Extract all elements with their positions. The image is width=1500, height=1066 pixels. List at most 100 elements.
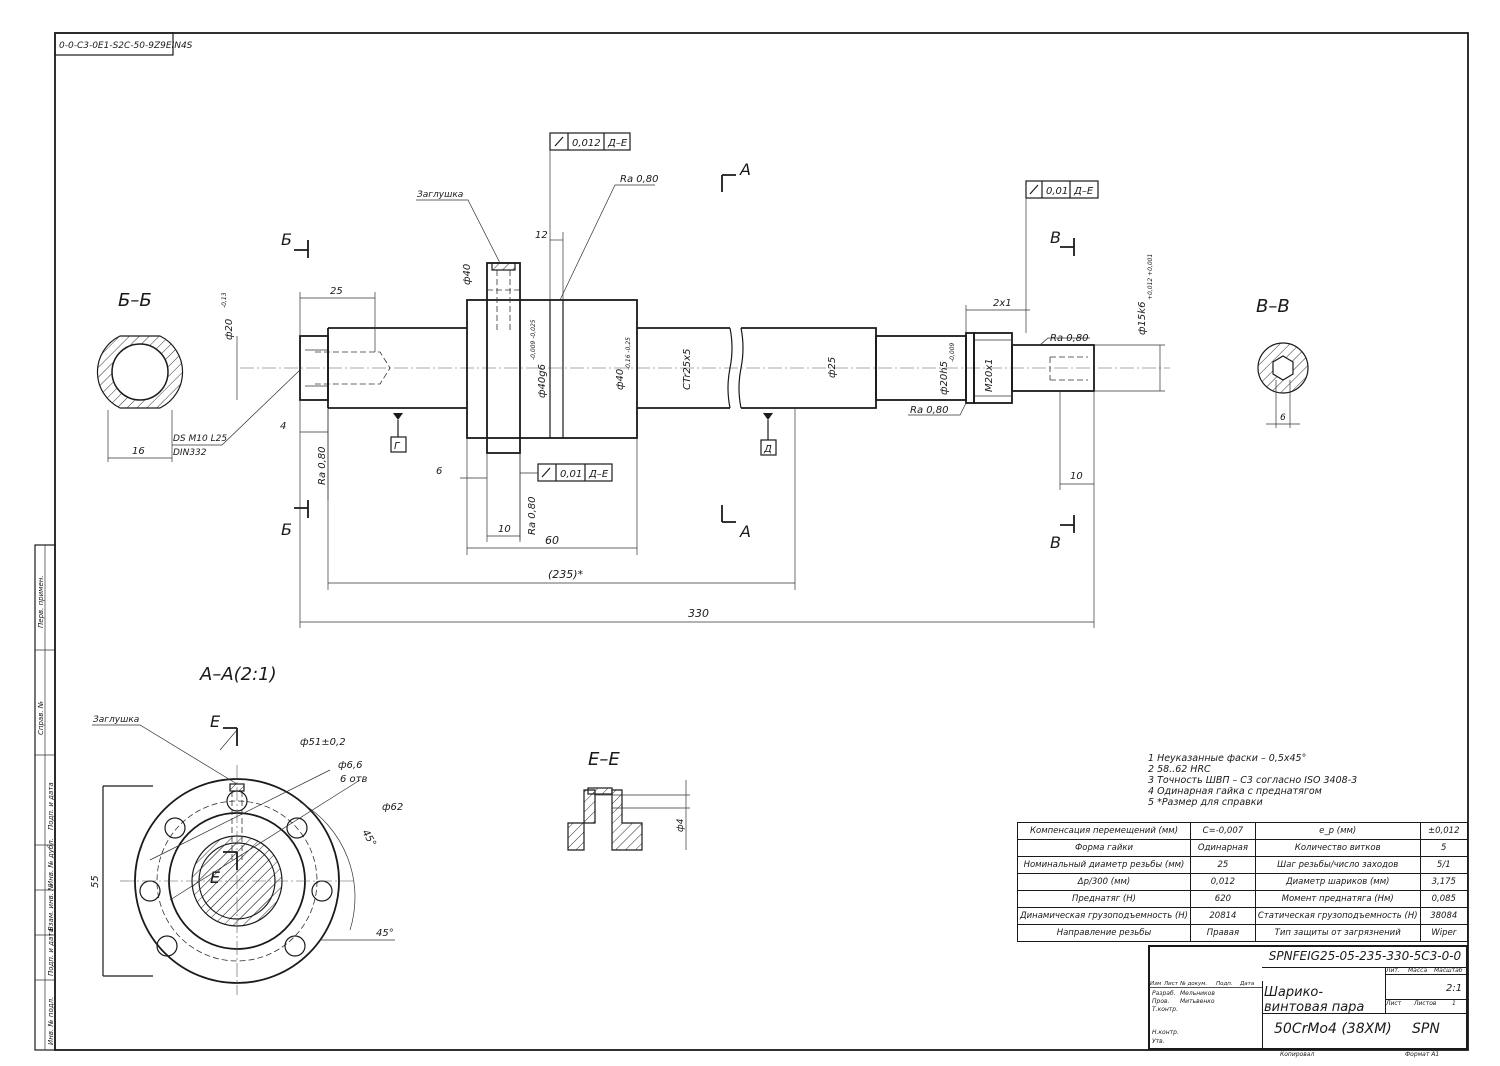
- ra-low: Ra 0,80: [527, 496, 538, 535]
- tb-tkontr: Т.контр.: [1152, 1006, 1179, 1013]
- sheet-frame: [54, 32, 1469, 1051]
- tb-data: Дата: [1240, 981, 1255, 987]
- cut-marks: А А Б Б В В: [281, 160, 1075, 552]
- note-2: 2 58..62 HRC: [1148, 764, 1211, 775]
- spec-cell: Тип защиты от загрязнений: [1254, 924, 1421, 942]
- tol-bottom-base: Д–Е: [588, 469, 609, 480]
- dim-60: 60: [545, 534, 559, 547]
- tb-format: Формат А1: [1405, 1051, 1440, 1058]
- tb-razrab-name: Мельников: [1180, 990, 1215, 997]
- dim-d40g6: ф40g6: [537, 364, 548, 398]
- dim-d66: ф6,6: [338, 760, 362, 771]
- spec-cell: Δp/300 (мм): [1017, 873, 1191, 891]
- datum-g: Г: [390, 413, 407, 453]
- dim-4: 4: [280, 421, 286, 432]
- tb-mass-label: Масса: [1408, 967, 1428, 974]
- tb-list: Лист: [1164, 981, 1178, 987]
- spec-cell: Одинарная: [1189, 839, 1256, 857]
- tol-right-base: Д–Е: [1073, 186, 1094, 197]
- tb-copied: Копировал: [1280, 1051, 1315, 1058]
- ball-nut: [466, 299, 638, 439]
- spec-cell: 25: [1189, 856, 1256, 874]
- ra-top: Ra 0,80: [620, 174, 659, 185]
- spec-cell: C=-0,007: [1189, 822, 1256, 840]
- cut-b-top: Б: [281, 230, 292, 249]
- dim-d20h5-tol: -0,009: [949, 342, 956, 362]
- section-ee: Е–Е ф4: [567, 749, 690, 851]
- dim-d4-ee: ф4: [676, 818, 686, 832]
- datum-g-label: Г: [394, 441, 401, 452]
- spec-cell: Номинальный диаметр резьбы (мм): [1017, 856, 1191, 874]
- dim-2x1: 2x1: [993, 298, 1012, 309]
- section-vv-title: В–В: [1256, 296, 1290, 317]
- dim-d40: ф40: [462, 264, 473, 285]
- section-bb-title: Б–Б: [118, 290, 152, 311]
- strip-4: Инв. № дубл.: [47, 838, 55, 886]
- spec-cell: 5: [1419, 839, 1469, 857]
- cut-v-bottom: В: [1050, 533, 1061, 552]
- dim-330: 330: [688, 607, 709, 620]
- dim-235: (235)*: [548, 568, 584, 581]
- tol-top-value: 0,012: [572, 138, 601, 149]
- section-bb: Б–Б 16: [96, 290, 184, 462]
- note-3: 3 Точность ШВП – С3 согласно ISO 3408-3: [1148, 775, 1358, 786]
- tb-designation: SPNFEIG25-05-235-330-5C3-0-0: [1268, 949, 1462, 963]
- spec-cell: Wiper: [1419, 924, 1469, 942]
- dim-10: 10: [498, 524, 511, 535]
- tb-material: 50CrMo4 (38XM): [1274, 1021, 1392, 1037]
- leader-zaglushka-top: Заглушка: [417, 190, 463, 200]
- spec-cell: Шаг резьбы/число заходов: [1254, 856, 1421, 874]
- cut-e-top: Е: [210, 712, 221, 731]
- tolerance-bottom: 0,01 Д–Е: [520, 463, 613, 482]
- tol-right-value: 0,01: [1046, 186, 1068, 197]
- dim-d15k6: ф15k6: [1137, 302, 1148, 335]
- main-dimensions: 330 (235)* 60 10 6 25 12 ф20 -0,13 ф40: [221, 140, 1165, 628]
- tb-sheets-value: 1: [1452, 1000, 1456, 1007]
- spec-cell: Форма гайки: [1017, 839, 1191, 857]
- spec-cell: Компенсация перемещений (мм): [1017, 822, 1191, 840]
- notes: 1 Неуказанные фаски – 0,5x45° 2 58..62 H…: [1148, 753, 1357, 808]
- tol-bottom-value: 0,01: [560, 469, 582, 480]
- roughness-marks: Ra 0,80 Ra 0,80 Ra 0,80 Ra 0,80 Ra 0,80: [317, 174, 1090, 540]
- spec-cell: ±0,012: [1419, 822, 1469, 840]
- spec-cell: Момент преднатяга (Нм): [1254, 890, 1421, 908]
- dim-d40g6-tol: -0,009 -0,025: [530, 319, 537, 360]
- dim-d20h5: ф20h5: [939, 361, 950, 395]
- cut-v-top: В: [1050, 228, 1061, 247]
- spec-cell: Статическая грузоподъемность (Н): [1254, 907, 1421, 925]
- dim-12: 12: [535, 230, 548, 241]
- leaders: Заглушка DS M10 L25 DIN332: [172, 190, 501, 458]
- tb-company: SPN: [1412, 1021, 1440, 1037]
- ra-right: Ra 0,80: [1050, 333, 1089, 344]
- tb-izm: Изм: [1150, 981, 1162, 987]
- tb-grid-left: Изм Лист № докум. Подп. Дата Разраб. Мел…: [1150, 981, 1263, 1050]
- dim-d66-count: 6 отв: [340, 774, 367, 785]
- dim-tr25x5: CTr25x5: [682, 349, 693, 390]
- dim-45b: 45°: [376, 928, 394, 939]
- spec-cell: 0,012: [1189, 873, 1256, 891]
- strip-2: Справ. №: [37, 701, 45, 735]
- spec-cell: 620: [1189, 890, 1256, 908]
- cut-e-bottom: Е: [210, 868, 221, 887]
- nut-flange: [486, 262, 521, 454]
- section-aa: А–А(2:1) Заглушка ф51±0,2 ф6,6 6 отв: [90, 664, 403, 995]
- cut-b-bottom: Б: [281, 520, 292, 539]
- spec-cell: Правая: [1189, 924, 1256, 942]
- datum-d-label: Д: [763, 444, 772, 455]
- dim-d40-b-tol: -0,16 -0,25: [625, 337, 632, 370]
- dim-m20x1: M20x1: [984, 358, 995, 392]
- spec-cell: Количество витков: [1254, 839, 1421, 857]
- spec-cell: 5/1: [1419, 856, 1469, 874]
- dim-6-right: 6: [1280, 413, 1286, 423]
- tb-scale: 2:1: [1446, 983, 1463, 994]
- strip-5: Взам. инв. №: [47, 883, 55, 931]
- stamp-box: [54, 32, 174, 56]
- note-5: 5 *Размер для справки: [1148, 797, 1263, 808]
- cut-a-bottom: А: [739, 522, 751, 541]
- note-1: 1 Неуказанные фаски – 0,5x45°: [1148, 753, 1307, 764]
- spec-cell: 20814: [1189, 907, 1256, 925]
- tb-lit-label: Лит.: [1386, 967, 1400, 974]
